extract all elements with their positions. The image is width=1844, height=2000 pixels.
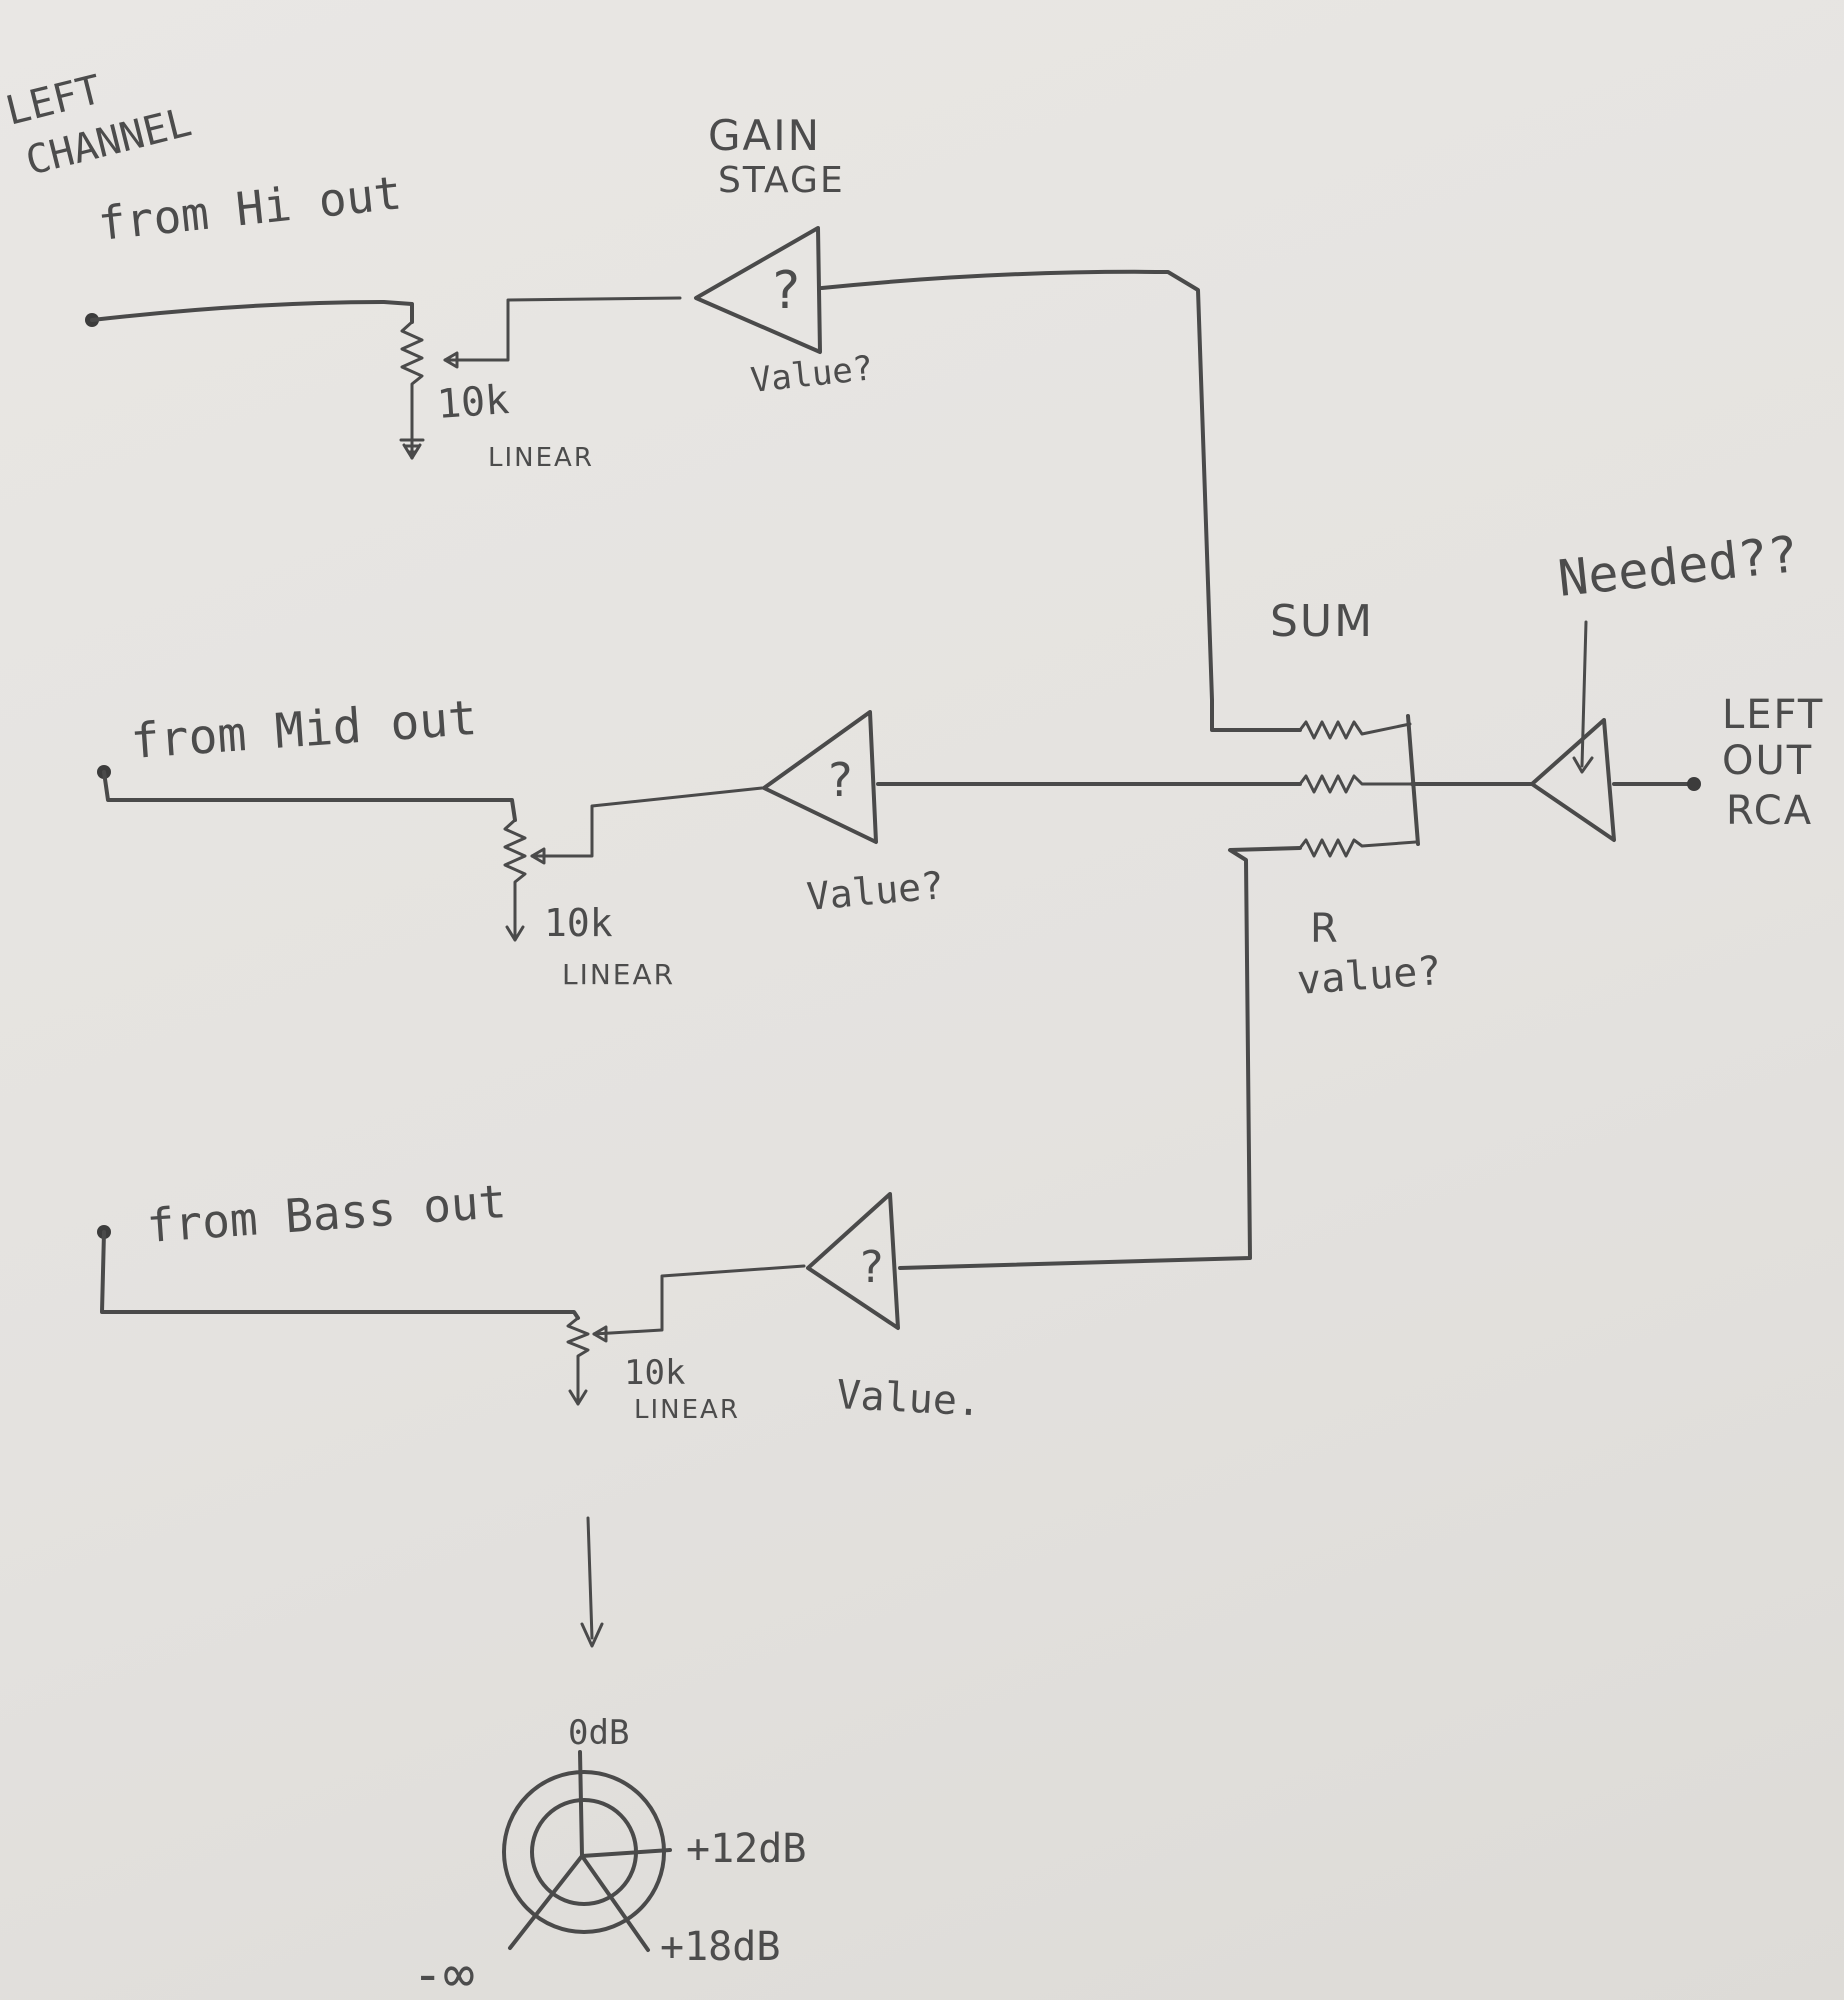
mid-gain-amp-triangle: [762, 710, 878, 844]
knob-pointer-arrow-icon: [580, 1622, 604, 1648]
hi-pot-taper-label: LINEAR: [488, 443, 594, 473]
buffer-pointer-arrow-icon: [1572, 756, 1594, 774]
bass-pot-resistor: [566, 1316, 590, 1398]
hi-pot-value-label: 10k: [435, 377, 510, 428]
hi-amp-value-label: Value?: [749, 348, 875, 401]
knob-scale-sketch: 0dB +12dB +18dB -∞: [412, 1516, 806, 2000]
hi-source-label: from Hi out: [96, 165, 405, 251]
title-left-channel: LEFT CHANNEL: [1, 67, 196, 185]
knob-tick-min-inf: [508, 1854, 584, 1950]
knob-tick-18db: [580, 1854, 650, 1952]
gain-stage-line-1: GAIN: [708, 111, 821, 160]
buffer-needed-label: Needed??: [1555, 525, 1801, 608]
sum-label: SUM: [1270, 596, 1374, 647]
gain-stage-line-2: STAGE: [718, 160, 845, 201]
sum-resistor-2: [1298, 774, 1414, 794]
channel-bass: ? from Bass out 10k LINEAR Value.: [97, 846, 1302, 1426]
mid-input-wire: [102, 770, 517, 822]
hi-wiper-wire: [443, 296, 682, 362]
summing-network: SUM R value?: [1270, 596, 1534, 1004]
sum-bus-wire: [1406, 714, 1420, 846]
bass-amp-value-label: Value.: [835, 1372, 982, 1425]
mid-amp-question-mark: ?: [826, 753, 854, 807]
hi-pot-ground: [399, 438, 425, 460]
mid-amp-value-label: Value?: [805, 863, 946, 919]
gain-stage-label: GAIN STAGE: [708, 111, 845, 201]
knob-label-minus-infinity: -∞: [412, 1945, 475, 2000]
knob-tick-12db: [580, 1848, 672, 1858]
hi-wiper-arrow-icon: [443, 351, 459, 369]
output-buffer: Needed?? LEFT OUT RCA: [1530, 525, 1824, 842]
mid-wiper-arrow-icon: [530, 847, 546, 865]
output-terminal: [1687, 777, 1701, 791]
output-label-line-2: OUT: [1722, 738, 1813, 784]
knob-pointer-line: [586, 1516, 594, 1640]
mid-source-label: from Mid out: [129, 690, 479, 770]
bass-amp-question-mark: ?: [858, 1242, 885, 1293]
bass-wiper-arrow-icon: [592, 1325, 608, 1343]
mid-pot-taper-label: LINEAR: [562, 958, 675, 991]
output-label-line-3: RCA: [1726, 788, 1813, 834]
knob-label-plus-18db: +18dB: [660, 1924, 780, 1970]
hi-input-wire: [90, 300, 414, 324]
hi-pot-resistor: [400, 320, 424, 442]
knob-label-plus-12db: +12dB: [686, 1826, 806, 1872]
bass-pot-taper-label: LINEAR: [634, 1395, 740, 1425]
resistor-label-line-1: R: [1310, 906, 1340, 952]
mid-ground-arrow-icon: [505, 916, 525, 942]
bass-output-wire: [898, 846, 1302, 1270]
channel-hi: ? from Hi out 10k LINEAR Value?: [85, 165, 1302, 732]
resistor-label-line-2: value?: [1295, 948, 1442, 1004]
knob-tick-0db: [578, 1750, 584, 1858]
bass-pot-value-label: 10k: [624, 1353, 685, 1393]
mid-pot-value-label: 10k: [544, 901, 613, 945]
hi-amp-question-mark: ?: [770, 261, 801, 321]
mid-wiper-wire: [530, 786, 764, 858]
bass-wiper-wire: [592, 1264, 806, 1336]
output-buffer-amp-triangle: [1530, 718, 1616, 842]
bass-gain-amp-triangle: [806, 1192, 900, 1330]
bass-input-wire: [100, 1230, 580, 1320]
buffer-pointer-line: [1580, 620, 1588, 768]
bass-ground-arrow-icon: [568, 1384, 588, 1406]
hi-ground-arrow-icon: [402, 443, 422, 460]
sum-resistor-3: [1298, 838, 1418, 858]
channel-mid: ? from Mid out 10k LINEAR Value?: [97, 690, 1302, 991]
hi-output-wire: [820, 269, 1302, 732]
sum-resistor-1: [1298, 720, 1412, 740]
bass-source-label: from Bass out: [145, 1174, 508, 1253]
hi-gain-amp-triangle: [694, 226, 822, 354]
mid-pot-resistor: [503, 818, 527, 930]
output-label-line-1: LEFT: [1722, 692, 1824, 738]
knob-label-0db: 0dB: [568, 1713, 629, 1753]
